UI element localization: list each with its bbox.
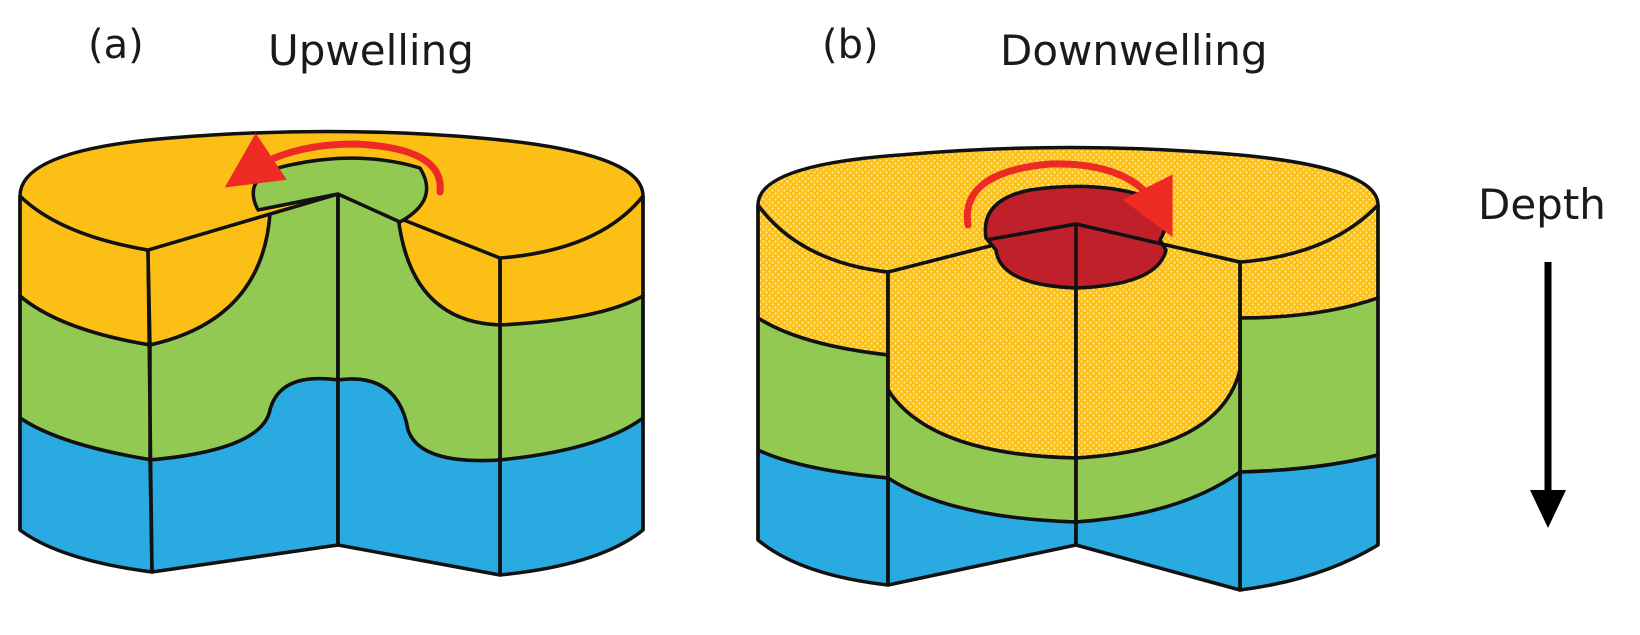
- depth-label: Depth: [1478, 180, 1606, 229]
- panel-b-title: Downwelling: [1000, 26, 1268, 75]
- downwelling-right-wall-middle: [1238, 296, 1380, 474]
- downwelling-block: [756, 145, 1380, 592]
- panel-b-letter: (b): [822, 22, 879, 68]
- circulation-arrow-icon: [224, 133, 444, 196]
- panel-a-title: Upwelling: [268, 26, 474, 75]
- downwelling-right-wall-lower: [1238, 453, 1380, 592]
- upwelling-cutface-right-lower: [336, 377, 502, 577]
- circulation-arrow-icon: [963, 160, 1173, 238]
- depth-arrow-head: [1530, 490, 1566, 528]
- upwelling-block: [18, 129, 645, 577]
- upwelling-cutface-left-lower: [148, 376, 340, 574]
- panel-a-letter: (a): [88, 22, 144, 68]
